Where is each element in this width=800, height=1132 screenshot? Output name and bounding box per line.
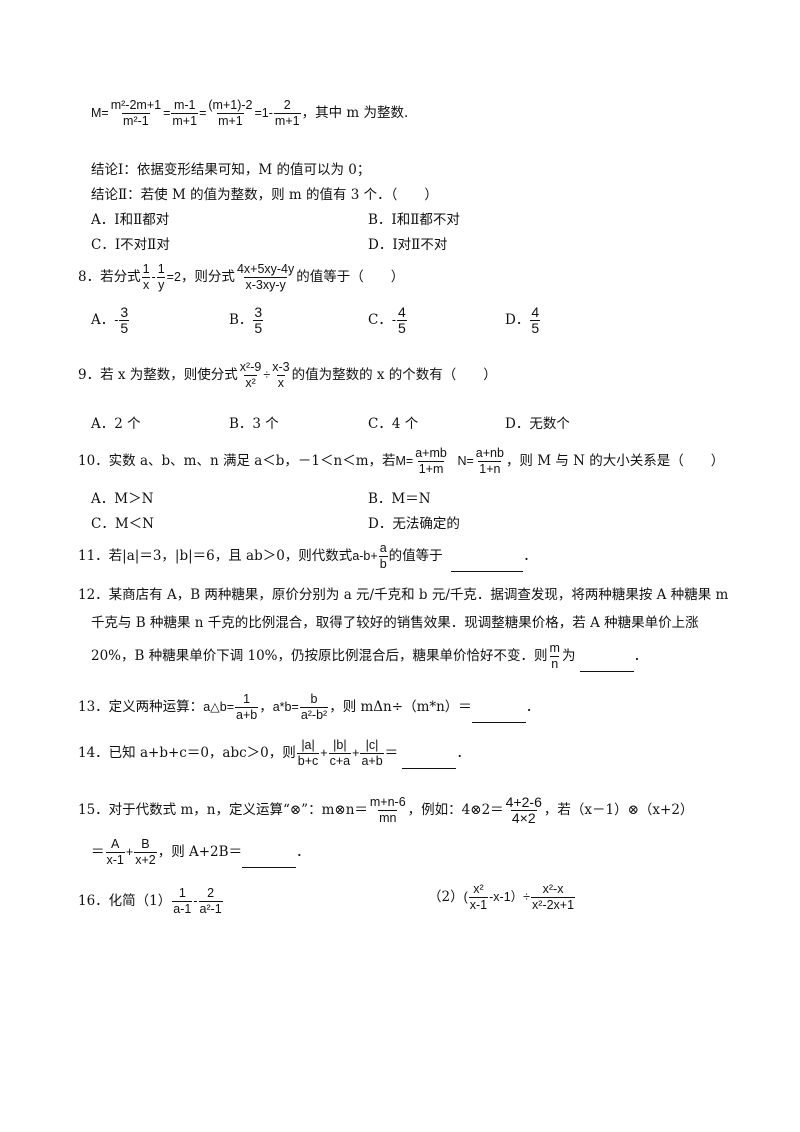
q10-option-c: C．M＜N: [91, 516, 154, 532]
q7-tail: ，其中 m 为整数.: [301, 105, 409, 121]
q12-line-1: 12．某商店有 A，B 两种糖果，原价分别为 a 元/千克和 b 元/千克．据调…: [78, 587, 729, 603]
q7-lead: M=: [91, 106, 109, 120]
q7-conclusion-2: 结论Ⅱ：若使 M 的值为整数，则 m 的值有 3 个．（ ）: [91, 187, 438, 203]
q13-answer-blank[interactable]: [471, 706, 526, 723]
q7-option-c: C．Ⅰ不对Ⅱ对: [91, 237, 170, 253]
q10-option-d: D．无法确定的: [368, 516, 460, 532]
q11-answer-blank[interactable]: [451, 555, 524, 572]
q9-option-c: C．4 个: [368, 416, 419, 432]
q7-option-a: A．Ⅰ和Ⅱ都对: [91, 212, 170, 228]
q14-answer-blank[interactable]: [402, 752, 457, 769]
q9-option-b: B．3 个: [229, 416, 279, 432]
q15-answer-blank[interactable]: [242, 851, 297, 868]
q14-f1: |a|b+c: [296, 738, 320, 768]
q14-f2: |b|c+a: [328, 738, 352, 768]
q12-answer-blank[interactable]: [579, 655, 634, 672]
q7-option-b: B．Ⅰ和Ⅱ都不对: [368, 212, 460, 228]
q10-option-b: B．M＝N: [368, 491, 431, 507]
q10-option-a: A．M＞N: [91, 491, 154, 507]
q14-stem: 14．已知 a+b+c＝0，abc＞0，则|a|b+c+|b|c+a+|c|a+…: [78, 738, 470, 769]
q7-conclusion-1: 结论Ⅰ：依据变形结果可知，M 的值可以为 0；: [91, 162, 371, 178]
q7-mid-eq: =1-: [254, 106, 273, 120]
q14-f3: |c|a+b: [360, 738, 384, 768]
q7-option-d: D．Ⅰ对Ⅱ不对: [368, 237, 448, 253]
q12-line-2: 千克与 B 种糖果 n 千克的比例混合，取得了较好的销售效果．现调整糖果价格，若…: [91, 615, 699, 631]
q9-option-a: A．2 个: [91, 416, 141, 432]
q9-option-d: D．无数个: [505, 416, 570, 432]
